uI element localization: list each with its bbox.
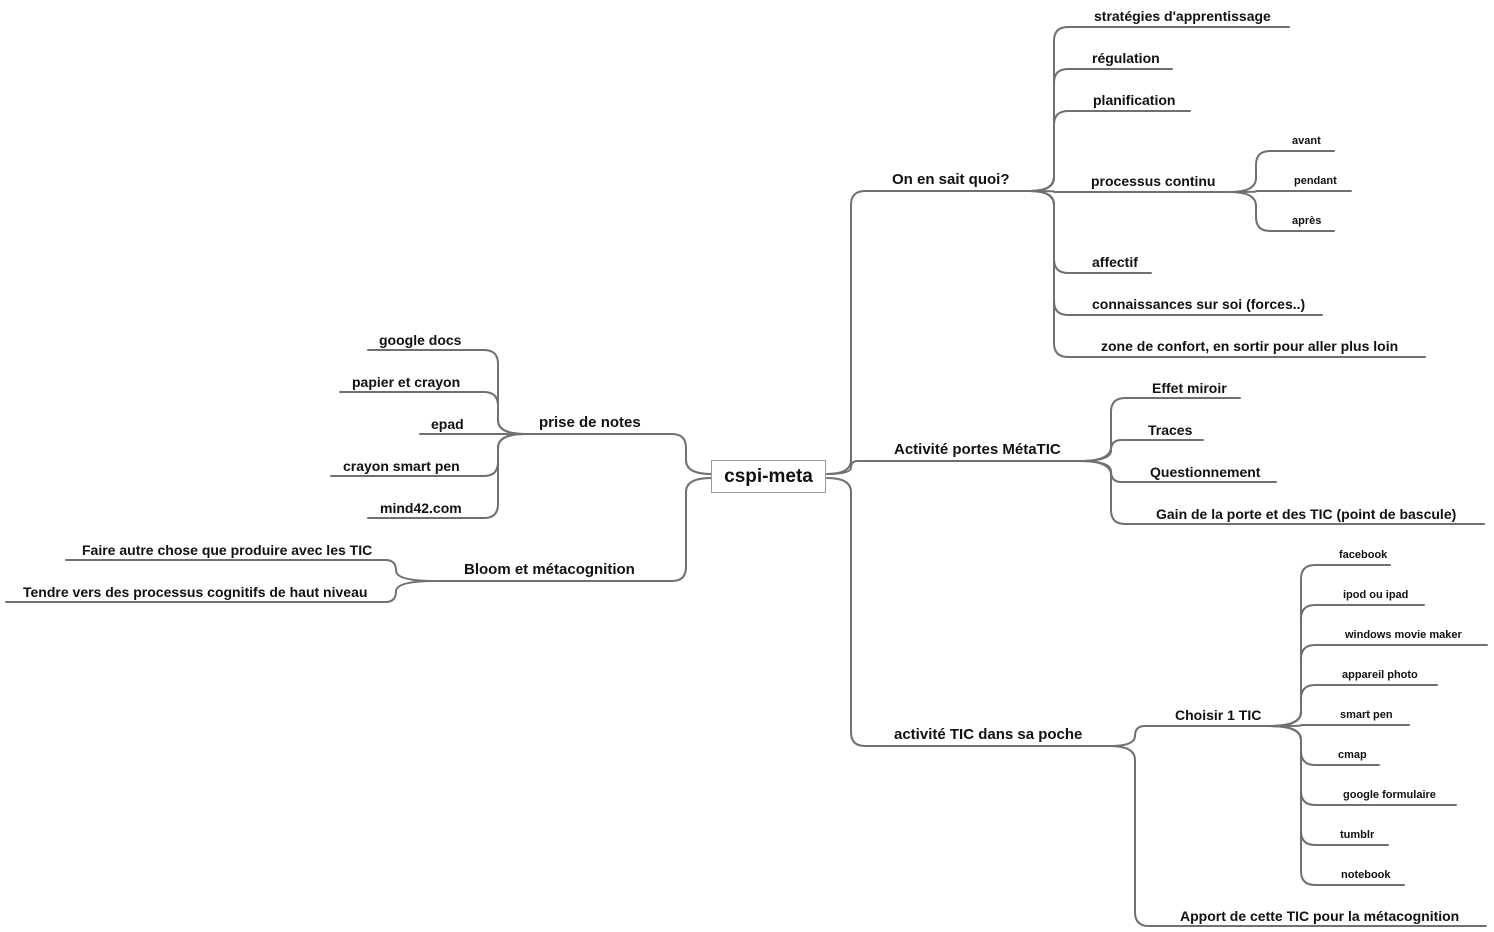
node-tendre-vers[interactable]: Tendre vers des processus cognitifs de h…: [23, 584, 368, 600]
edge-bloom-1: [5, 580, 436, 603]
node-zone-de-confort[interactable]: zone de confort, en sortir pour aller pl…: [1101, 338, 1399, 354]
node-regulation[interactable]: régulation: [1092, 50, 1160, 66]
node-choisir-1-tic[interactable]: Choisir 1 TIC: [1175, 707, 1262, 723]
edge-root-portes: [826, 460, 1081, 475]
node-activite-tic-poche[interactable]: activité TIC dans sa poche: [894, 726, 1083, 743]
node-epad[interactable]: epad: [431, 416, 464, 432]
edge-sait-3: [1029, 190, 1231, 193]
node-notebook[interactable]: notebook: [1341, 869, 1391, 881]
node-facebook[interactable]: facebook: [1339, 549, 1388, 561]
node-tumblr[interactable]: tumblr: [1340, 829, 1375, 841]
edge-processus-0: [1229, 150, 1335, 193]
node-on-en-sait-quoi[interactable]: On en sait quoi?: [892, 171, 1010, 188]
node-google-docs[interactable]: google docs: [379, 332, 462, 348]
root-node[interactable]: cspi-meta: [711, 460, 826, 493]
node-avant[interactable]: avant: [1292, 135, 1321, 147]
edge-choisir-8: [1269, 725, 1405, 886]
node-gain-de-la-porte[interactable]: Gain de la porte et des TIC (point de ba…: [1156, 506, 1457, 522]
node-crayon-smart-pen[interactable]: crayon smart pen: [343, 458, 460, 474]
node-planification[interactable]: planification: [1093, 92, 1176, 108]
node-ipod-ipad[interactable]: ipod ou ipad: [1343, 589, 1409, 601]
edge-choisir-7: [1269, 725, 1389, 846]
node-questionnement[interactable]: Questionnement: [1150, 464, 1261, 480]
node-bloom[interactable]: Bloom et métacognition: [464, 561, 635, 578]
edge-root-bloom: [434, 477, 712, 582]
node-appareil-photo[interactable]: appareil photo: [1342, 669, 1418, 681]
edge-processus-1: [1229, 190, 1352, 193]
node-activite-portes[interactable]: Activité portes MétaTIC: [894, 441, 1061, 458]
edge-processus-2: [1229, 191, 1335, 232]
node-connaissances[interactable]: connaissances sur soi (forces..): [1092, 296, 1306, 312]
edge-bloom-0: [65, 559, 436, 582]
edge-poche-apport: [1109, 745, 1487, 927]
edge-root-sait: [826, 190, 1031, 475]
node-smart-pen[interactable]: smart pen: [1340, 709, 1393, 721]
node-google-formulaire[interactable]: google formulaire: [1343, 789, 1436, 801]
edge-sait-2: [1029, 110, 1191, 192]
node-effet-miroir[interactable]: Effet miroir: [1152, 380, 1227, 396]
node-processus-continu[interactable]: processus continu: [1091, 173, 1216, 189]
node-faire-autre-chose[interactable]: Faire autre chose que produire avec les …: [82, 542, 373, 558]
edge-root-notes: [524, 433, 712, 475]
node-strategies[interactable]: stratégies d'apprentissage: [1094, 8, 1271, 24]
node-affectif[interactable]: affectif: [1092, 254, 1138, 270]
edge-sait-6: [1029, 190, 1426, 358]
root-label: cspi-meta: [724, 465, 813, 487]
edge-choisir-3: [1269, 684, 1438, 727]
edge-notes-4: [367, 433, 526, 519]
node-prise-de-notes[interactable]: prise de notes: [539, 414, 641, 431]
edge-root-poche: [826, 477, 1111, 747]
edge-portes-3: [1079, 460, 1485, 525]
edge-poche-choisir: [1109, 725, 1271, 747]
node-pendant[interactable]: pendant: [1294, 175, 1337, 187]
node-papier-et-crayon[interactable]: papier et crayon: [352, 374, 461, 390]
node-mind42[interactable]: mind42.com: [380, 500, 462, 516]
node-apport[interactable]: Apport de cette TIC pour la métacognitio…: [1180, 908, 1460, 924]
edge-choisir-1: [1269, 604, 1425, 727]
node-windows-movie-maker[interactable]: windows movie maker: [1345, 629, 1462, 641]
edge-choisir-4: [1269, 724, 1410, 727]
edge-portes-1: [1079, 439, 1204, 462]
edge-notes-1: [339, 391, 526, 435]
node-cmap[interactable]: cmap: [1338, 749, 1367, 761]
node-traces[interactable]: Traces: [1148, 422, 1193, 438]
node-apres[interactable]: après: [1292, 215, 1322, 227]
